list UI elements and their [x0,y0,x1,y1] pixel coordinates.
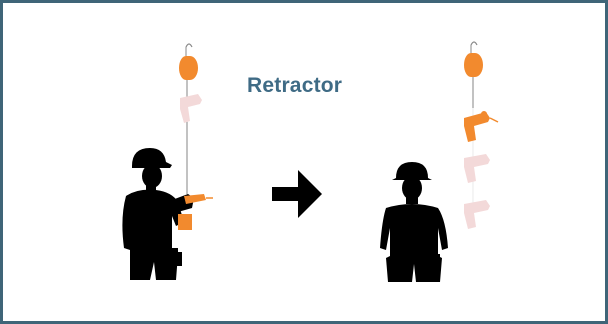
right-panel [380,42,498,282]
left-panel [122,44,213,280]
ghost-drill-icon [180,94,202,123]
retractor-reel-icon [179,44,198,80]
worker-silhouette [380,162,448,282]
retractor-reel-icon [464,42,483,77]
drill-icon [464,111,498,142]
ghost-drill-icon [464,154,490,229]
right-arrow-icon [272,170,322,218]
